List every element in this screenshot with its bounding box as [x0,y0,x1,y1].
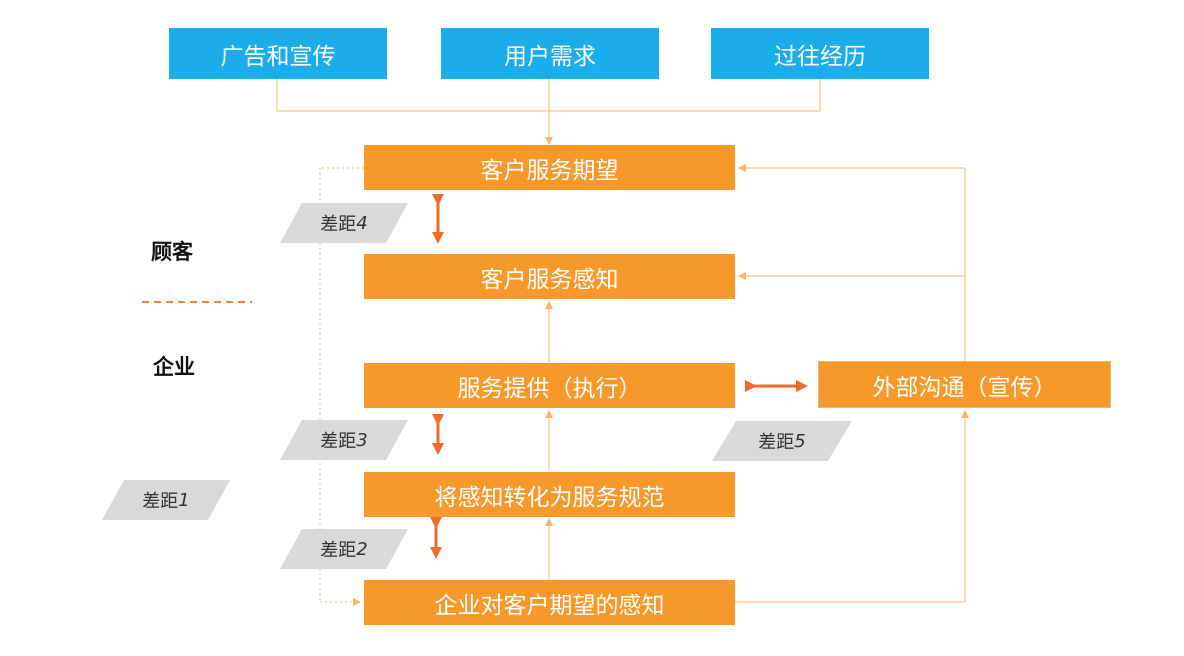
inputs-merge-connector [276,79,821,145]
gap5-prefix: 差距 [758,432,795,453]
gap1-prefix: 差距 [142,491,179,512]
gap2-number: 2 [356,538,368,560]
gap-double-arrows [430,194,808,559]
gap1-parallelogram [102,480,230,520]
input-past-experience: 过往经历 [711,28,929,79]
gap3-prefix: 差距 [320,431,357,452]
gap2-parallelogram [280,529,408,569]
gap4-parallelogram [280,203,408,243]
expected-service-box: 客户服务期望 [364,145,735,190]
gap3-number: 3 [356,429,368,451]
service-specs-box: 将感知转化为服务规范 [364,472,735,517]
gap5-number: 5 [794,430,806,452]
gap1-number: 1 [178,489,190,511]
service-delivery-box: 服务提供（执行） [364,363,735,408]
input-user-needs: 用户需求 [441,28,659,79]
company-side-label: 企业 [153,355,195,379]
gap4-prefix: 差距 [320,214,357,235]
perceived-service-box: 客户服务感知 [364,254,735,299]
gap5-parallelogram [712,421,852,461]
customer-side-label: 顾客 [151,240,193,264]
external-communication-connectors [735,164,969,603]
gap2-prefix: 差距 [320,540,357,561]
input-advertising: 广告和宣传 [169,28,387,79]
management-perception-box: 企业对客户期望的感知 [364,580,735,625]
gap3-parallelogram [280,420,408,460]
gap4-number: 4 [356,212,368,234]
external-communication-box: 外部沟通（宣传） [818,361,1111,408]
